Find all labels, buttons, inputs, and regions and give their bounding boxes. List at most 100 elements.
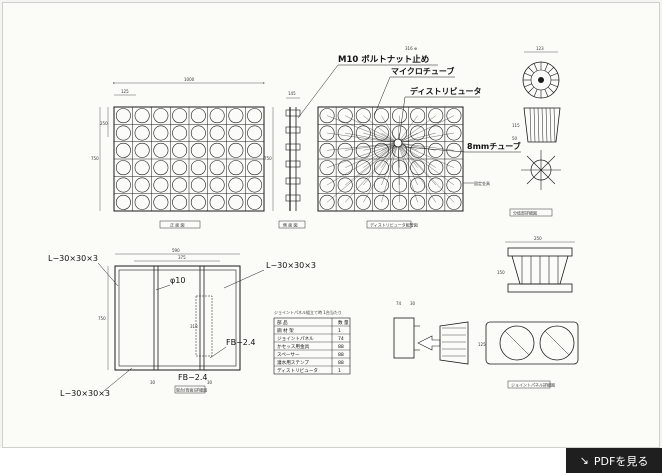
dim-front-row: 250 bbox=[100, 121, 108, 126]
grid-cell-circle bbox=[209, 177, 225, 193]
grid-cell-circle bbox=[190, 177, 206, 193]
grid-cell-circle bbox=[446, 108, 462, 124]
joint-detail: 250 150 125 ジョイントパネル詳細図 bbox=[478, 236, 579, 389]
label-angle-tl: L−30×30×3 bbox=[48, 254, 98, 263]
grid-cell-circle bbox=[337, 142, 353, 158]
dim-tr-h1: 115 bbox=[512, 123, 520, 128]
frame-view: 590 375 318 750 30 30 架台(背面)詳細図 bbox=[98, 248, 241, 394]
dim-tr-width: 123 bbox=[536, 46, 544, 51]
grid-cell-circle bbox=[373, 177, 389, 193]
table-cell-part: スペーサー bbox=[277, 352, 300, 358]
micro-tube-line bbox=[345, 142, 399, 203]
grid-cell-circle bbox=[446, 125, 462, 141]
grid-cell-circle bbox=[134, 160, 150, 176]
grid-cell-circle bbox=[190, 108, 206, 124]
grid-cell-circle bbox=[209, 142, 225, 158]
grid-cell-circle bbox=[373, 194, 389, 210]
grid-cell-circle bbox=[355, 142, 371, 158]
micro-tube-line bbox=[397, 142, 455, 203]
micro-tube-line bbox=[345, 115, 399, 144]
grid-cell-circle bbox=[172, 108, 188, 124]
micro-tube-line bbox=[397, 142, 436, 186]
side-bracket bbox=[285, 177, 301, 185]
grid-cell-circle bbox=[446, 160, 462, 176]
table-cell-part: 部 品 bbox=[277, 319, 288, 326]
dim-br-h2: 125 bbox=[478, 342, 486, 347]
bracket-lines bbox=[442, 327, 466, 357]
micro-tube-line bbox=[397, 115, 436, 144]
view-pdf-button[interactable]: ↘ PDFを見る bbox=[566, 448, 662, 473]
micro-tube-line bbox=[327, 142, 399, 151]
grid-cell-circle bbox=[247, 160, 263, 176]
micro-tube-line bbox=[363, 142, 399, 151]
micro-tube-line bbox=[381, 115, 399, 144]
caption-frame: 架台(背面)詳細図 bbox=[176, 387, 207, 393]
dim-side-top: 145 bbox=[288, 91, 296, 96]
grid-cell-circle bbox=[428, 194, 444, 210]
grid-cell-circle bbox=[410, 125, 426, 141]
grid-cell-circle bbox=[115, 125, 131, 141]
dim-br-width: 250 bbox=[534, 236, 542, 241]
spoke bbox=[544, 89, 549, 97]
caption-joint: ジョイントパネル詳細図 bbox=[511, 382, 555, 388]
frame-labels: L−30×30×3 L−30×30×3 φ10 FB−2.4 FB−2.4 L−… bbox=[48, 254, 316, 398]
grid-cell-circle bbox=[153, 177, 169, 193]
grid-cell-circle bbox=[428, 160, 444, 176]
micro-tube-line bbox=[397, 142, 400, 203]
grid-cell-circle bbox=[247, 108, 263, 124]
micro-tube-line bbox=[397, 142, 418, 168]
spoke bbox=[533, 89, 538, 97]
dim-side-height: 750 bbox=[264, 156, 272, 161]
micro-tube-line bbox=[381, 142, 399, 168]
spoke bbox=[533, 63, 538, 71]
callouts: M10 ボルトナット止め 316 ⊕ マイクロチューブ ディストリビュータ 8m… bbox=[297, 46, 521, 153]
grid-cell-circle bbox=[172, 194, 188, 210]
dim-front-height: 750 bbox=[91, 156, 99, 161]
micro-tube-line bbox=[397, 115, 418, 144]
grid-cell-circle bbox=[228, 177, 244, 193]
grid-cell-circle bbox=[115, 177, 131, 193]
grid-cell-circle bbox=[153, 108, 169, 124]
grid-cell-circle bbox=[410, 194, 426, 210]
caption-side: 側 面 図 bbox=[283, 222, 298, 228]
grid-cell-circle bbox=[172, 160, 188, 176]
table-cell-part: 灌水用ステンプ bbox=[277, 359, 309, 366]
micro-tube-line bbox=[381, 142, 399, 186]
body-rib bbox=[533, 107, 536, 143]
micro-tube-line bbox=[397, 132, 454, 144]
joint-struts bbox=[521, 256, 559, 284]
micro-tube-line bbox=[397, 142, 418, 186]
table-cell-part: ジョイントパネル bbox=[277, 336, 314, 342]
dim-frame-318: 318 bbox=[190, 324, 198, 329]
label-angle-tr: L−30×30×3 bbox=[266, 261, 316, 270]
grid-cell-circle bbox=[153, 194, 169, 210]
spoke bbox=[528, 86, 535, 93]
label-fixing: 固定金具 bbox=[474, 180, 490, 186]
grid-cell-circle bbox=[355, 194, 371, 210]
top-detail-spokes bbox=[523, 62, 559, 98]
dim-small-316: 316 ⊕ bbox=[405, 46, 417, 51]
grid-cell-circle bbox=[319, 125, 335, 141]
grid-cell-circle bbox=[355, 177, 371, 193]
micro-tube-line bbox=[345, 142, 399, 151]
body-rib bbox=[545, 107, 548, 143]
grid-cell-circle bbox=[373, 125, 389, 141]
side-bracket bbox=[285, 126, 301, 134]
grid-cell-circle bbox=[190, 194, 206, 210]
dim-frame-height: 750 bbox=[98, 316, 106, 321]
spoke bbox=[550, 83, 558, 88]
label-8mm-tube: 8mmチューブ bbox=[467, 141, 521, 151]
grid-cell-circle bbox=[209, 194, 225, 210]
grid-cell-circle bbox=[209, 125, 225, 141]
micro-tube-line bbox=[397, 142, 455, 186]
label-phi: φ10 bbox=[170, 276, 185, 285]
grid-cell-circle bbox=[247, 177, 263, 193]
label-micro-tube: マイクロチューブ bbox=[391, 66, 454, 76]
micro-tube-line bbox=[381, 142, 399, 203]
body-rib bbox=[549, 107, 552, 143]
grid-cell-circle bbox=[319, 194, 335, 210]
dim-bl-30: 30 bbox=[410, 301, 416, 306]
table-cell-qty: 1 bbox=[338, 328, 341, 334]
micro-tube-line bbox=[397, 115, 400, 144]
